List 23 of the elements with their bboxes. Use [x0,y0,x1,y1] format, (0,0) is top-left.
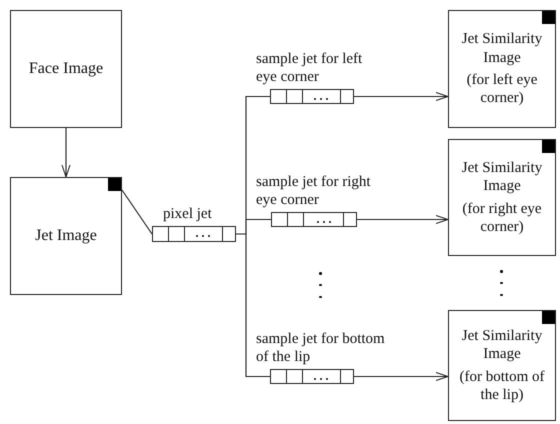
leader-line [122,190,152,234]
vector-label: sample jet for right eye corner [256,174,371,208]
similarity-image-box [448,10,556,128]
vector-label: sample jet for bottom of the lip [256,331,385,365]
box-subtitle: (for right eye corner) [462,200,542,235]
image-box [10,10,122,128]
box-title: Jet Similarity Image [462,160,542,194]
box-title: Jet Similarity Image [462,328,542,362]
box-subtitle: (for bottom of the lip) [460,368,544,403]
arrow [354,372,448,381]
vector-label: pixel jet [163,206,212,222]
box-title: Jet Image [35,227,97,244]
arrow [357,215,448,224]
vector-label: sample jet for left eye corner [256,51,362,85]
connector-line [236,233,270,378]
arrow [62,128,70,178]
box-title: Jet Similarity Image [462,31,542,66]
box-subtitle: (for left eye corner) [466,72,538,106]
box-title: Face Image [28,60,104,78]
similarity-image-box [448,139,556,256]
image-box [10,177,122,295]
similarity-image-box [448,310,556,421]
arrow [354,92,448,101]
